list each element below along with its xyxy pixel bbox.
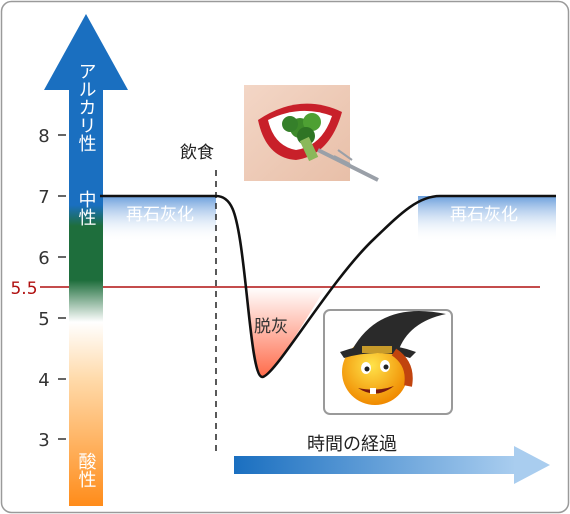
mouth-eating-broccoli-image: [244, 85, 379, 182]
tick-label-4: 4: [38, 370, 49, 391]
tick-label-8: 8: [38, 126, 49, 147]
scale-label-alkaline: アルカリ性: [76, 62, 97, 152]
ph-curve: [100, 194, 556, 379]
tick-label-7: 7: [38, 187, 49, 208]
witch-smiley-image: [323, 309, 453, 415]
critical-ph-label: 5.5: [10, 279, 37, 299]
remineralization-label-left: 再石灰化: [126, 205, 194, 225]
ph-scale-arrowhead: [44, 14, 128, 90]
tick-label-6: 6: [38, 248, 49, 269]
y-axis-ticks: 8 7 6 5 4 3: [38, 126, 66, 451]
remineralization-band-left: [100, 196, 216, 242]
ph-scale-bar: [69, 88, 103, 506]
time-arrow: [234, 446, 550, 484]
scale-label-neutral: 中性: [76, 190, 97, 226]
time-arrow-label: 時間の経過: [307, 434, 397, 455]
remineralization-label-right: 再石灰化: [450, 205, 518, 225]
demineralization-area: [246, 287, 326, 378]
eating-label: 飲食: [180, 143, 214, 163]
demineralization-label: 脱灰: [254, 317, 288, 337]
remineralization-band-right: [418, 196, 556, 242]
tick-label-3: 3: [38, 430, 49, 451]
scale-label-acid: 酸性: [76, 452, 97, 488]
tick-label-5: 5: [38, 309, 49, 330]
